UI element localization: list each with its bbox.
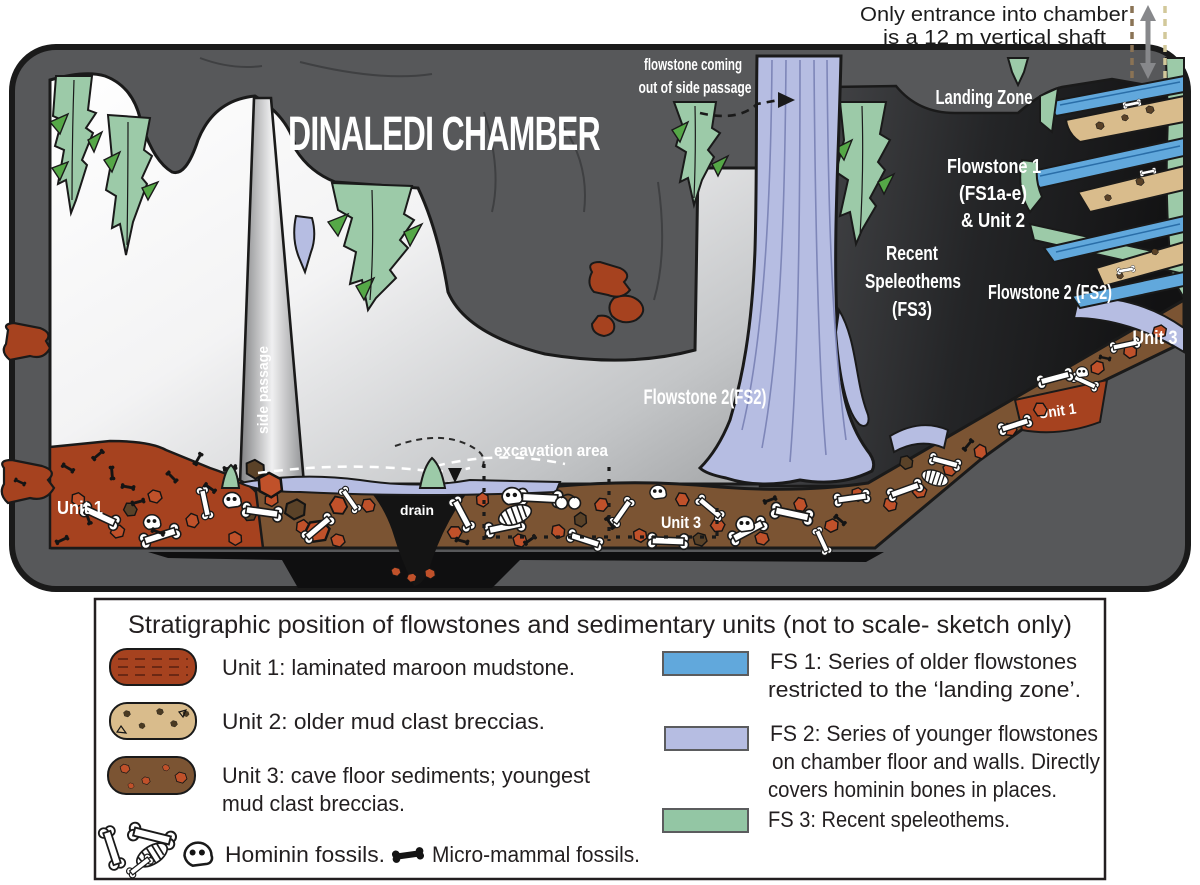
legend-title: Stratigraphic position of flowstones and…	[128, 611, 1072, 639]
drain-funnel	[368, 489, 470, 586]
legend-swatch-unit3	[107, 756, 196, 795]
fs2-striations	[741, 59, 847, 463]
excavation-area-label: excavation area	[494, 441, 608, 460]
legend-fs1-line1: FS 1: Series of older flowstones	[770, 649, 1077, 674]
unit1-right-patch: Unit 1	[1013, 378, 1109, 434]
unit3-slope-label: Unit 3	[1133, 328, 1178, 349]
legend-unit2-label: Unit 2: older mud clast breccias.	[222, 709, 545, 734]
legend-unit3-label-line1: Unit 3: cave floor sediments; youngest	[222, 763, 590, 788]
entrance-note-line1: Only entrance into chamber	[860, 4, 1128, 26]
legend-fs3-line1: FS 3: Recent speleothems.	[768, 807, 1010, 832]
unit1-wall-remnants	[0, 321, 56, 505]
unit1-floor-label: Unit 1	[57, 498, 103, 518]
fs2-drip	[293, 214, 316, 275]
legend-fs2-line1: FS 2: Series of younger flowstones	[770, 721, 1098, 746]
legend-swatch-fs2	[664, 726, 749, 751]
unit3-floor-label: Unit 3	[661, 513, 701, 532]
legend: Stratigraphic position of flowstones and…	[93, 597, 1107, 881]
legend-unit1-label: Unit 1: laminated maroon mudstone.	[222, 655, 575, 680]
fs1-unit2-stack	[1019, 57, 1185, 310]
chamber-title: DINALEDI CHAMBER	[288, 108, 600, 161]
legend-hominin-label: Hominin fossils.	[225, 842, 385, 867]
recent-speleothems-line1: Recent	[886, 243, 938, 265]
flowstone-note-line2: out of side passage	[639, 78, 752, 97]
shaft-double-arrow	[1140, 5, 1156, 79]
flowstone1-label-line2: (FS1a-e)	[959, 183, 1027, 205]
recent-speleothems-line3: (FS3)	[892, 299, 932, 321]
entrance-note-line2: is a 12 m vertical shaft	[883, 27, 1106, 49]
legend-swatch-unit1	[109, 648, 197, 686]
flowstone1-label-line3: & Unit 2	[961, 210, 1025, 232]
legend-fs1-line2: restricted to the ‘landing zone’.	[768, 677, 1081, 702]
side-passage-label: side passage	[255, 346, 272, 434]
rust-blob-cluster	[588, 260, 645, 338]
flowstone2-right-label: Flowstone 2 (FS2)	[988, 282, 1112, 304]
flowstone1-label-line1: Flowstone 1	[947, 156, 1041, 178]
legend-unit3-label-line2: mud clast breccias.	[222, 791, 405, 816]
side-passage: side passage	[238, 96, 306, 486]
fs2-floor-patches	[236, 297, 1185, 496]
entrance-annotation: Only entrance into chamber is a 12 m ver…	[860, 4, 1167, 84]
legend-swatch-fs3	[662, 808, 749, 833]
legend-fs2-line3: covers hominin bones in places.	[768, 777, 1057, 802]
ceiling-cracks	[199, 57, 664, 301]
excavation-outline	[482, 464, 719, 541]
cave-cross-section: side passage drain	[0, 44, 1191, 592]
unit1-slope-label: Unit 1	[1037, 400, 1077, 422]
floor-dashed-annotations	[257, 436, 719, 541]
drain-label: drain	[400, 503, 434, 518]
legend-swatch-fs1	[662, 651, 749, 676]
flowstone-note-line1: flowstone coming	[644, 55, 742, 74]
legend-box	[93, 597, 1107, 881]
legend-fs2-line2: on chamber floor and walls. Directly	[772, 749, 1100, 774]
fs3-speleothems	[48, 57, 1030, 489]
legend-micromammal-label: Micro-mammal fossils.	[432, 842, 640, 867]
legend-swatch-unit2	[109, 702, 197, 740]
flowstone-arrow	[699, 92, 795, 118]
flowstone2-center-label: Flowstone 2(FS2)	[644, 386, 767, 409]
fs2-column	[697, 54, 876, 486]
landing-zone-label: Landing Zone	[936, 87, 1033, 109]
recent-speleothems-line2: Speleothems	[865, 271, 961, 293]
